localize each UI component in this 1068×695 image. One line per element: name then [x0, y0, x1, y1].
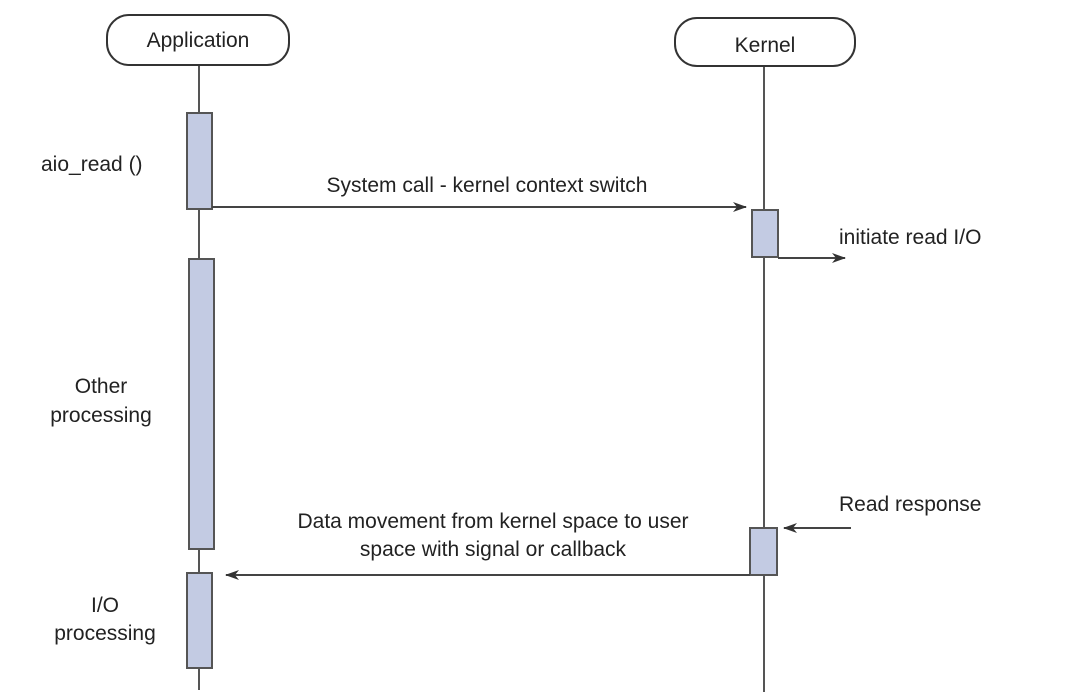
data-movement-label-line2: space with signal or callback	[360, 538, 627, 561]
other-processing-label-line1: Other	[75, 375, 128, 398]
syscall-label: System call - kernel context switch	[327, 174, 648, 197]
kernel-participant-box	[674, 17, 856, 67]
kernel-activation-initiate	[751, 209, 779, 258]
read-response-label: Read response	[839, 493, 981, 516]
aio-read-label: aio_read ()	[41, 153, 143, 176]
io-processing-label-line1: I/O	[91, 594, 119, 617]
io-processing-label-line2: processing	[54, 622, 156, 645]
application-participant-box	[106, 14, 290, 66]
application-participant-label: Application	[147, 29, 250, 52]
application-activation-aio-read	[186, 112, 213, 210]
application-participant: Application	[106, 14, 290, 66]
initiate-read-label: initiate read I/O	[839, 226, 981, 249]
kernel-activation-response	[749, 527, 778, 576]
application-activation-io-processing	[186, 572, 213, 669]
data-movement-label-line1: Data movement from kernel space to user	[297, 510, 688, 533]
kernel-participant-label: Kernel	[735, 34, 796, 57]
application-activation-other-processing	[188, 258, 215, 550]
kernel-participant: Kernel	[674, 17, 856, 67]
other-processing-label-line2: processing	[50, 404, 152, 427]
